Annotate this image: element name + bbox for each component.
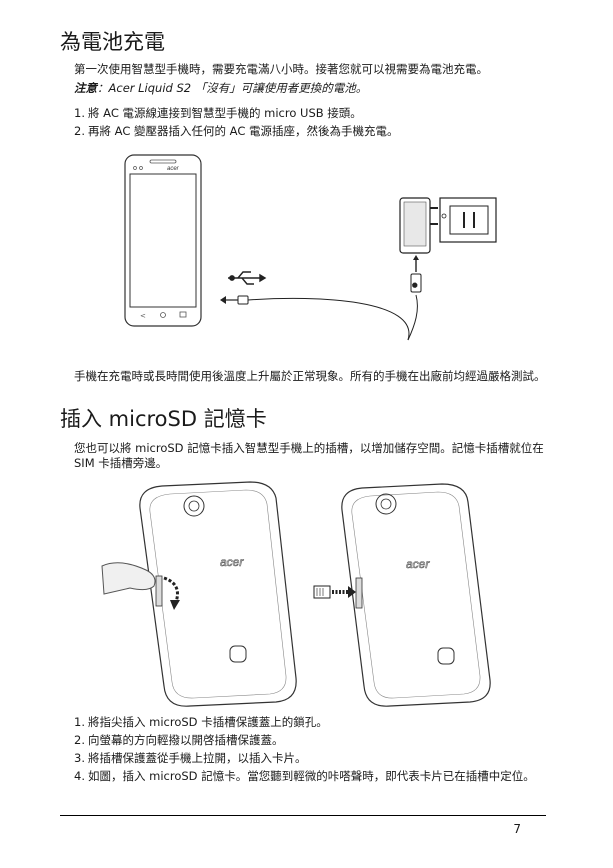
charging-after-note: 手機在充電時或長時間使用後溫度上升屬於正常現象。所有的手機在出廠前均經過嚴格測試… xyxy=(74,369,546,383)
list-item: 2.向螢幕的方向輕撥以開啓插槽保護蓋。 xyxy=(74,733,284,747)
note-text: ：Acer Liquid S2 「沒有」可讓使用者更換的電池。 xyxy=(97,81,368,95)
footer-divider xyxy=(60,815,546,816)
phone-brand: acer xyxy=(167,166,180,172)
list-item: 1.將指尖插入 microSD 卡插槽保護蓋上的鎖孔。 xyxy=(74,715,328,729)
section-title-charging: 為電池充電 xyxy=(60,30,165,54)
svg-text:<: < xyxy=(140,312,146,320)
battery-note: 注意：Acer Liquid S2 「沒有」可讓使用者更換的電池。 xyxy=(74,81,550,96)
page-number: 7 xyxy=(513,822,521,836)
list-item: 4.如圖，插入 microSD 記憶卡。當您聽到輕微的咔嗒聲時，即代表卡片已在插… xyxy=(74,769,535,783)
wall-socket-icon xyxy=(439,197,497,243)
svg-text:⯃: ⯃ xyxy=(412,282,418,290)
microsd-steps: 1.將指尖插入 microSD 卡插槽保護蓋上的鎖孔。 2.向螢幕的方向輕撥以開… xyxy=(74,715,550,784)
charging-steps: 1.將 AC 電源線連接到智慧型手機的 micro USB 接頭。 2.再將 A… xyxy=(74,106,550,139)
usb-icon xyxy=(228,271,267,285)
note-label: 注意 xyxy=(74,81,97,95)
acer-logo-right: acer xyxy=(406,557,430,571)
phone-front-icon: acer < xyxy=(124,154,202,327)
phone-back-left-icon: acer xyxy=(101,481,297,707)
charging-cable xyxy=(220,294,418,341)
charging-intro: 第一次使用智慧型手機時，需要充電滿八小時。接著您就可以視需要為電池充電。 xyxy=(74,62,488,76)
section-title-microsd: 插入 microSD 記憶卡 xyxy=(60,407,267,431)
phone-back-right-icon: acer xyxy=(313,483,491,707)
microsd-intro: 您也可以將 microSD 記憶卡插入智慧型手機上的插槽，以增加儲存空間。記憶卡… xyxy=(74,441,544,470)
charging-illustration: acer < ⯃ xyxy=(124,154,497,341)
charger-icon: ⯃ xyxy=(399,197,454,293)
acer-logo-left: acer xyxy=(220,555,244,569)
microsd-illustration: acer acer xyxy=(101,481,491,707)
list-item: 3.將插槽保護蓋從手機上拉開，以插入卡片。 xyxy=(74,751,307,765)
list-item: 1.將 AC 電源線連接到智慧型手機的 micro USB 接頭。 xyxy=(74,106,362,120)
list-item: 2.再將 AC 變壓器插入任何的 AC 電源插座，然後為手機充電。 xyxy=(74,124,399,138)
